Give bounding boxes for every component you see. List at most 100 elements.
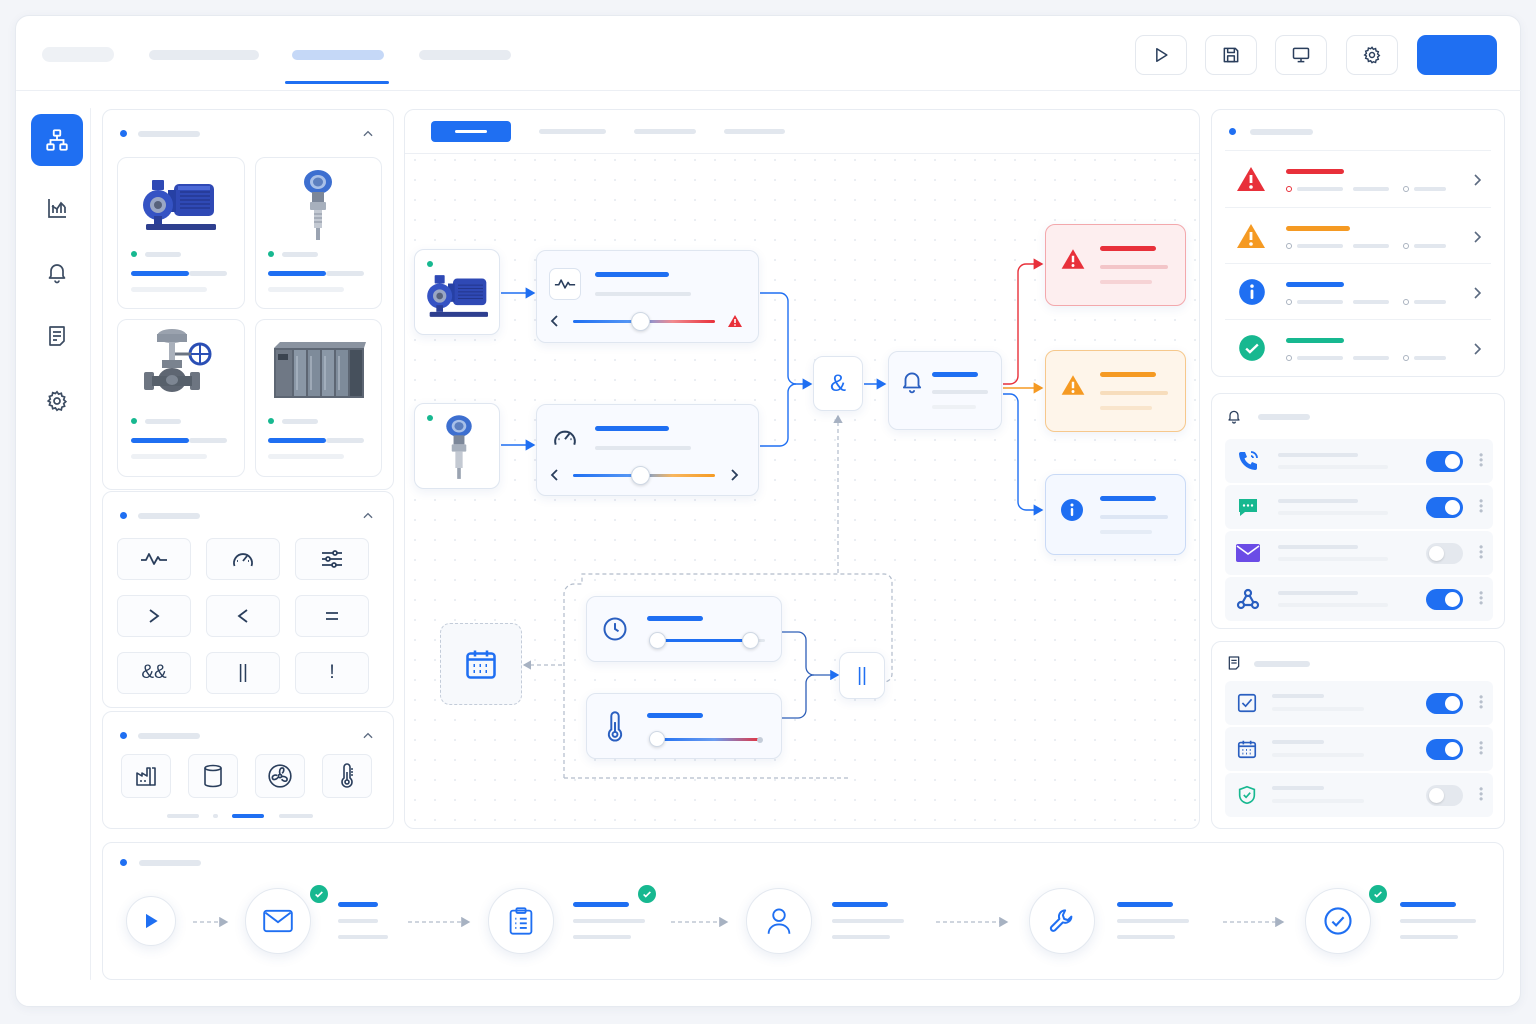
temp-range-handle-start[interactable] [649, 731, 665, 747]
chevron-up-icon[interactable] [361, 509, 375, 523]
alert-row-critical[interactable] [1225, 150, 1491, 206]
workflow-step-assign[interactable] [746, 888, 812, 954]
warning-alert-node[interactable] [1045, 350, 1186, 432]
settings-button[interactable] [1346, 35, 1398, 75]
channel-toggle-chat[interactable] [1426, 497, 1463, 518]
kebab-menu-icon[interactable]: ••• [1479, 736, 1484, 760]
info-alert-node[interactable] [1045, 474, 1186, 555]
time-condition-node[interactable] [586, 596, 782, 662]
device-card-plc[interactable] [255, 319, 382, 477]
equals-button[interactable] [295, 595, 369, 637]
alert-row-info[interactable] [1225, 263, 1491, 319]
time-range-handle-end[interactable] [742, 632, 759, 649]
workflow-step-resolve[interactable] [1305, 888, 1371, 954]
workflow-step-notify[interactable] [245, 888, 311, 954]
channel-row-phone[interactable]: ••• [1225, 439, 1493, 483]
policy-row-schedule[interactable]: ••• [1225, 727, 1493, 771]
less-than-button[interactable] [206, 595, 280, 637]
policy-toggle-security[interactable] [1426, 785, 1463, 806]
chevron-right-icon[interactable] [1473, 343, 1481, 355]
workflow-step-review[interactable] [488, 888, 554, 954]
chevron-right-icon[interactable] [729, 469, 739, 481]
tab-placeholder-4[interactable] [419, 50, 511, 60]
pagination-indicator-active[interactable] [232, 814, 264, 818]
nav-item-topology[interactable] [31, 114, 83, 166]
primary-action-button[interactable] [1417, 35, 1497, 75]
palette-thermometer-button[interactable] [322, 754, 372, 798]
channel-row-chat[interactable]: ••• [1225, 485, 1493, 529]
greater-than-button[interactable] [117, 595, 191, 637]
kebab-menu-icon[interactable]: ••• [1479, 782, 1484, 806]
workflow-step-start[interactable] [126, 896, 176, 946]
chevron-right-icon[interactable] [1473, 231, 1481, 243]
and-operator-button[interactable]: && [117, 652, 191, 694]
alert-row-success[interactable] [1225, 319, 1491, 375]
pagination-indicator[interactable] [279, 814, 313, 818]
device-card-transmitter[interactable] [255, 157, 382, 309]
kebab-menu-icon[interactable]: ••• [1479, 540, 1484, 564]
kebab-menu-icon[interactable]: ••• [1479, 586, 1484, 610]
policy-row-security[interactable]: ••• [1225, 773, 1493, 817]
canvas-node-transmitter[interactable] [414, 403, 500, 489]
kebab-menu-icon[interactable]: ••• [1479, 690, 1484, 714]
channel-toggle-email[interactable] [1426, 543, 1463, 564]
tab-placeholder-1[interactable] [42, 47, 114, 62]
time-range-track[interactable] [657, 639, 751, 642]
monitor-button[interactable] [1275, 35, 1327, 75]
critical-alert-node[interactable] [1045, 224, 1186, 306]
nav-item-analytics[interactable] [31, 182, 83, 234]
policy-toggle-schedule[interactable] [1426, 739, 1463, 760]
nav-item-alerts[interactable] [31, 246, 83, 298]
alarm-trigger-node[interactable] [888, 351, 1002, 430]
policy-row-checklist[interactable]: ••• [1225, 681, 1493, 725]
temp-range-track[interactable] [657, 738, 761, 741]
canvas-tab-4[interactable] [724, 129, 785, 134]
or-gate-node[interactable]: || [839, 652, 885, 699]
schedule-trigger-node[interactable] [440, 623, 522, 705]
filter-operator-button[interactable] [295, 538, 369, 580]
temperature-condition-node[interactable] [586, 693, 782, 759]
not-operator-button[interactable]: ! [295, 652, 369, 694]
kebab-menu-icon[interactable]: ••• [1479, 448, 1484, 472]
kebab-menu-icon[interactable]: ••• [1479, 494, 1484, 518]
save-button[interactable] [1205, 35, 1257, 75]
tab-placeholder-2[interactable] [149, 50, 259, 60]
channel-toggle-webhook[interactable] [1426, 589, 1463, 610]
canvas-tab-3[interactable] [634, 129, 696, 134]
condition-node-gauge[interactable] [536, 404, 759, 496]
run-button[interactable] [1135, 35, 1187, 75]
tab-placeholder-active[interactable] [292, 50, 384, 60]
canvas-node-pump[interactable] [414, 249, 500, 335]
nav-item-reports[interactable] [31, 310, 83, 362]
chevron-right-icon[interactable] [1473, 287, 1481, 299]
device-card-valve[interactable] [117, 319, 245, 477]
time-range-handle-start[interactable] [649, 632, 666, 649]
device-card-pump[interactable] [117, 157, 245, 309]
chevron-left-icon[interactable] [550, 315, 560, 327]
temp-range-handle-end[interactable] [757, 737, 763, 743]
alert-row-warning[interactable] [1225, 207, 1491, 263]
threshold-slider-handle[interactable] [631, 312, 650, 331]
pagination-indicator[interactable] [167, 814, 199, 818]
policy-toggle-checklist[interactable] [1426, 693, 1463, 714]
channel-row-webhook[interactable]: ••• [1225, 577, 1493, 621]
channel-row-email[interactable]: ••• [1225, 531, 1493, 575]
nav-item-settings[interactable] [31, 375, 83, 427]
chevron-up-icon[interactable] [361, 127, 375, 141]
canvas-tab-2[interactable] [539, 129, 606, 134]
palette-fan-button[interactable] [255, 754, 305, 798]
or-operator-button[interactable]: || [206, 652, 280, 694]
chevron-left-icon[interactable] [550, 469, 560, 481]
threshold-slider-handle[interactable] [631, 466, 650, 485]
signal-operator-button[interactable] [117, 538, 191, 580]
chevron-right-icon[interactable] [1473, 174, 1481, 186]
channel-toggle-phone[interactable] [1426, 451, 1463, 472]
palette-factory-button[interactable] [121, 754, 171, 798]
chevron-up-icon[interactable] [361, 729, 375, 743]
gauge-operator-button[interactable] [206, 538, 280, 580]
palette-tank-button[interactable] [188, 754, 238, 798]
pagination-indicator[interactable] [213, 814, 218, 818]
condition-node-signal[interactable] [536, 250, 759, 343]
and-gate-node[interactable]: & [813, 356, 863, 411]
workflow-step-repair[interactable] [1029, 888, 1095, 954]
